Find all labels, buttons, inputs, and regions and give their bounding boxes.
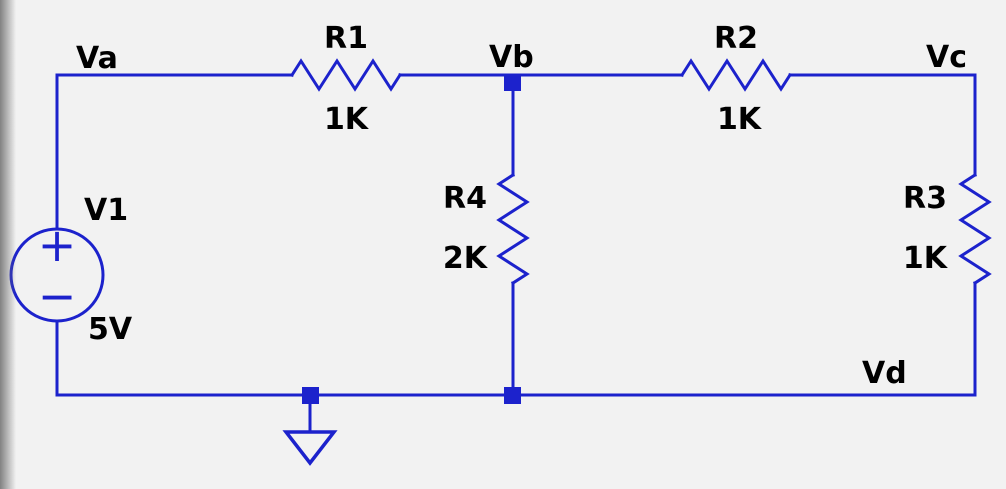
label-node-vd: Vd	[862, 356, 907, 391]
value-r2: 1K	[717, 102, 763, 137]
plus-sign: +	[38, 218, 77, 272]
node-vb-junction	[504, 74, 521, 91]
ground-icon	[282, 430, 338, 466]
node-ground-junction	[302, 387, 319, 404]
resistor-r1-symbol	[289, 58, 403, 92]
resistor-r4-symbol	[496, 172, 530, 286]
label-r2: R2	[714, 21, 758, 56]
minus-sign: −	[38, 269, 77, 323]
label-r3: R3	[903, 181, 947, 216]
wires	[55, 73, 977, 434]
label-v1: V1	[84, 193, 128, 228]
value-r4: 2K	[443, 241, 489, 276]
label-r1: R1	[324, 21, 368, 56]
value-v1: 5V	[88, 312, 133, 347]
resistor-r3-symbol	[958, 172, 992, 286]
node-vb-bottom-junction	[504, 387, 521, 404]
label-node-va: Va	[76, 41, 118, 76]
label-node-vc: Vc	[926, 40, 967, 75]
value-r3: 1K	[903, 241, 949, 276]
label-node-vb: Vb	[489, 40, 534, 75]
label-r4: R4	[443, 181, 487, 216]
value-r1: 1K	[324, 102, 370, 137]
resistor-r2-symbol	[679, 58, 793, 92]
